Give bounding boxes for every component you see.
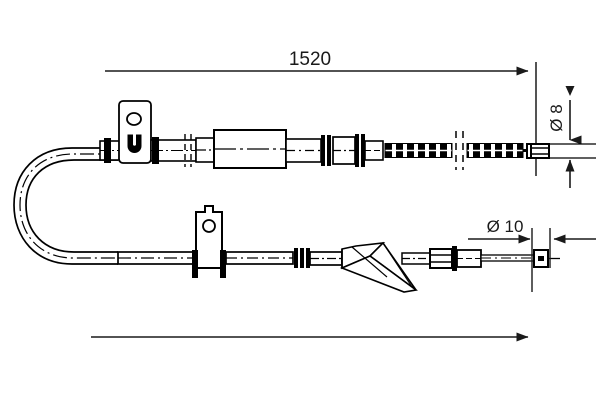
upper-ferrule-b	[152, 137, 159, 164]
upper-mounting-bracket	[118, 100, 152, 164]
cable-bend-outer-top	[13, 147, 118, 265]
upper-sheath-segment-b	[285, 134, 365, 167]
lower-sheath-segment-c	[401, 252, 431, 265]
break-mark-upper-2	[455, 131, 464, 170]
wedge-edge-b	[382, 242, 413, 288]
diameter8-arrow-up-head	[565, 86, 575, 96]
wedge-bottom-face	[339, 255, 418, 293]
lower-end-terminal	[533, 249, 560, 268]
upper-connector-block	[364, 140, 384, 161]
upper-spring-sleeve	[384, 131, 524, 170]
cable-bend-inner	[25, 159, 118, 253]
lower-sheath-segment-a	[225, 248, 310, 268]
lower-ferrule-a	[192, 250, 198, 278]
cable-bend-centerline	[19, 153, 118, 259]
lower-sheath-left	[117, 251, 201, 265]
wedge-retainer	[339, 241, 418, 293]
lower-ferrule-b	[220, 250, 226, 278]
dimension-label-diameter-8: Ø 8	[547, 104, 566, 131]
lower-mounting-bracket	[192, 205, 226, 278]
upper-cable-assembly	[13, 100, 550, 265]
lower-adjuster-nut	[429, 246, 482, 271]
dimension-label-1520: 1520	[289, 49, 331, 70]
lower-sheath-segment-b	[309, 251, 343, 266]
dimension-overall-length: 1520	[105, 49, 537, 176]
wedge-edge-a	[351, 246, 388, 278]
lower-bracket-body	[195, 205, 223, 269]
dimension-diameter-10: Ø 10	[468, 217, 596, 292]
dimension-label-diameter-10: Ø 10	[487, 217, 524, 236]
upper-end-terminal	[523, 143, 550, 159]
lower-inner-wire	[480, 254, 540, 262]
upper-ferrule-left	[104, 138, 111, 163]
upper-bracket-hole	[126, 112, 142, 126]
upper-thick-sleeve	[195, 129, 287, 169]
upper-bracket-body	[118, 100, 152, 164]
break-mark-upper-1	[184, 134, 192, 167]
lower-cable-assembly	[117, 205, 560, 293]
upper-bracket-clip-slot	[127, 134, 142, 153]
upper-sheath-segment-a	[150, 137, 197, 164]
lower-bracket-hole	[202, 219, 216, 233]
